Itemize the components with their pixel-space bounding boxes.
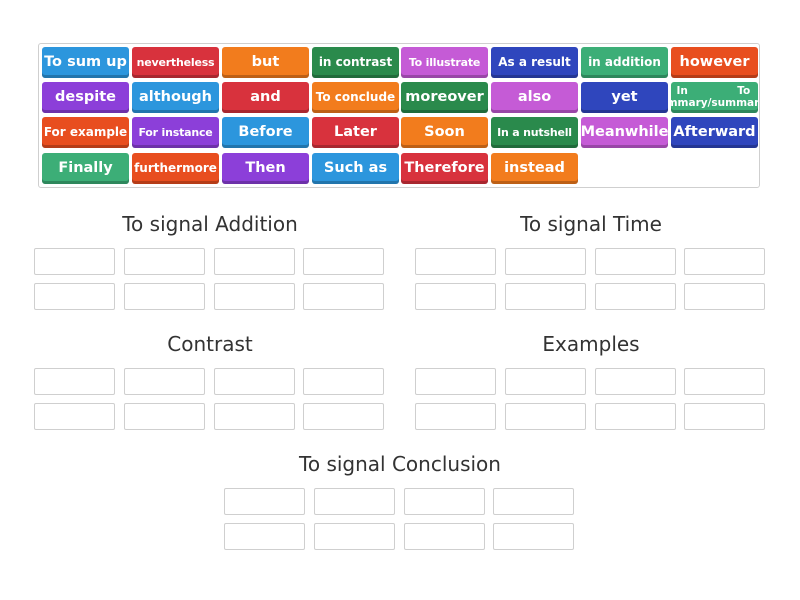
word-tile[interactable]: in contrast [312, 47, 399, 78]
word-tile[interactable]: in addition [581, 47, 668, 78]
word-tile[interactable]: To conclude [312, 82, 399, 113]
drop-slot-time[interactable] [415, 248, 496, 275]
word-tile[interactable]: For example [42, 117, 129, 148]
drop-slot-addition[interactable] [124, 248, 205, 275]
drop-slot-addition[interactable] [34, 283, 115, 310]
word-tile[interactable]: yet [581, 82, 668, 113]
word-tile[interactable]: furthermore [132, 153, 219, 184]
word-tile[interactable]: Therefore [401, 153, 488, 184]
word-tile[interactable]: Meanwhile [581, 117, 668, 148]
drop-slot-conclusion[interactable] [404, 488, 485, 515]
word-tile[interactable]: As a result [491, 47, 578, 78]
drop-slot-addition[interactable] [124, 283, 205, 310]
drop-slot-time[interactable] [505, 283, 586, 310]
word-tile[interactable]: moreover [401, 82, 488, 113]
category-title-time: To signal Time [520, 212, 662, 236]
word-tile[interactable]: Finally [42, 153, 129, 184]
drop-slot-contrast[interactable] [303, 368, 384, 395]
drop-slot-time[interactable] [415, 283, 496, 310]
word-tile[interactable]: Then [222, 153, 309, 184]
word-tile[interactable]: For instance [132, 117, 219, 148]
drop-slot-contrast[interactable] [214, 368, 295, 395]
drop-slot-contrast[interactable] [124, 403, 205, 430]
drop-slot-examples[interactable] [684, 403, 765, 430]
drop-slot-addition[interactable] [34, 248, 115, 275]
drop-slot-examples[interactable] [684, 368, 765, 395]
category-title-examples: Examples [542, 332, 640, 356]
word-tile[interactable]: To sum up [42, 47, 129, 78]
drop-slot-contrast[interactable] [34, 368, 115, 395]
drop-slot-examples[interactable] [505, 368, 586, 395]
category-title-conclusion: To signal Conclusion [299, 452, 501, 476]
drop-slot-examples[interactable] [595, 368, 676, 395]
drop-slot-addition[interactable] [303, 283, 384, 310]
word-tile[interactable]: Before [222, 117, 309, 148]
word-tile[interactable]: In summary/To summarize [671, 82, 758, 113]
drop-slot-conclusion[interactable] [493, 488, 574, 515]
word-tile[interactable]: despite [42, 82, 129, 113]
word-tile[interactable]: however [671, 47, 758, 78]
word-tile[interactable]: although [132, 82, 219, 113]
word-tile[interactable]: Later [312, 117, 399, 148]
word-tile[interactable]: To illustrate [401, 47, 488, 78]
word-tile[interactable]: Soon [401, 117, 488, 148]
drop-slot-examples[interactable] [415, 403, 496, 430]
word-tile[interactable]: In a nutshell [491, 117, 578, 148]
word-tile[interactable]: Afterward [671, 117, 758, 148]
category-title-contrast: Contrast [167, 332, 253, 356]
drop-slot-time[interactable] [595, 283, 676, 310]
drop-slot-conclusion[interactable] [493, 523, 574, 550]
drop-slot-conclusion[interactable] [224, 488, 305, 515]
word-tile[interactable]: nevertheless [132, 47, 219, 78]
drop-slot-contrast[interactable] [124, 368, 205, 395]
drop-slot-time[interactable] [505, 248, 586, 275]
category-title-addition: To signal Addition [122, 212, 298, 236]
drop-slot-contrast[interactable] [34, 403, 115, 430]
drop-slot-examples[interactable] [415, 368, 496, 395]
drop-slot-contrast[interactable] [214, 403, 295, 430]
drop-slot-conclusion[interactable] [404, 523, 485, 550]
drop-slot-time[interactable] [684, 283, 765, 310]
drop-slot-examples[interactable] [595, 403, 676, 430]
word-tile[interactable]: also [491, 82, 578, 113]
drop-slot-addition[interactable] [214, 283, 295, 310]
word-tile[interactable]: but [222, 47, 309, 78]
word-tile[interactable]: and [222, 82, 309, 113]
drop-slot-examples[interactable] [505, 403, 586, 430]
drop-slot-conclusion[interactable] [224, 523, 305, 550]
drop-slot-time[interactable] [595, 248, 676, 275]
drop-slot-addition[interactable] [214, 248, 295, 275]
drop-slot-conclusion[interactable] [314, 488, 395, 515]
drop-slot-conclusion[interactable] [314, 523, 395, 550]
drop-slot-contrast[interactable] [303, 403, 384, 430]
word-tile[interactable]: Such as [312, 153, 399, 184]
drop-slot-addition[interactable] [303, 248, 384, 275]
drop-slot-time[interactable] [684, 248, 765, 275]
word-tile[interactable]: instead [491, 153, 578, 184]
